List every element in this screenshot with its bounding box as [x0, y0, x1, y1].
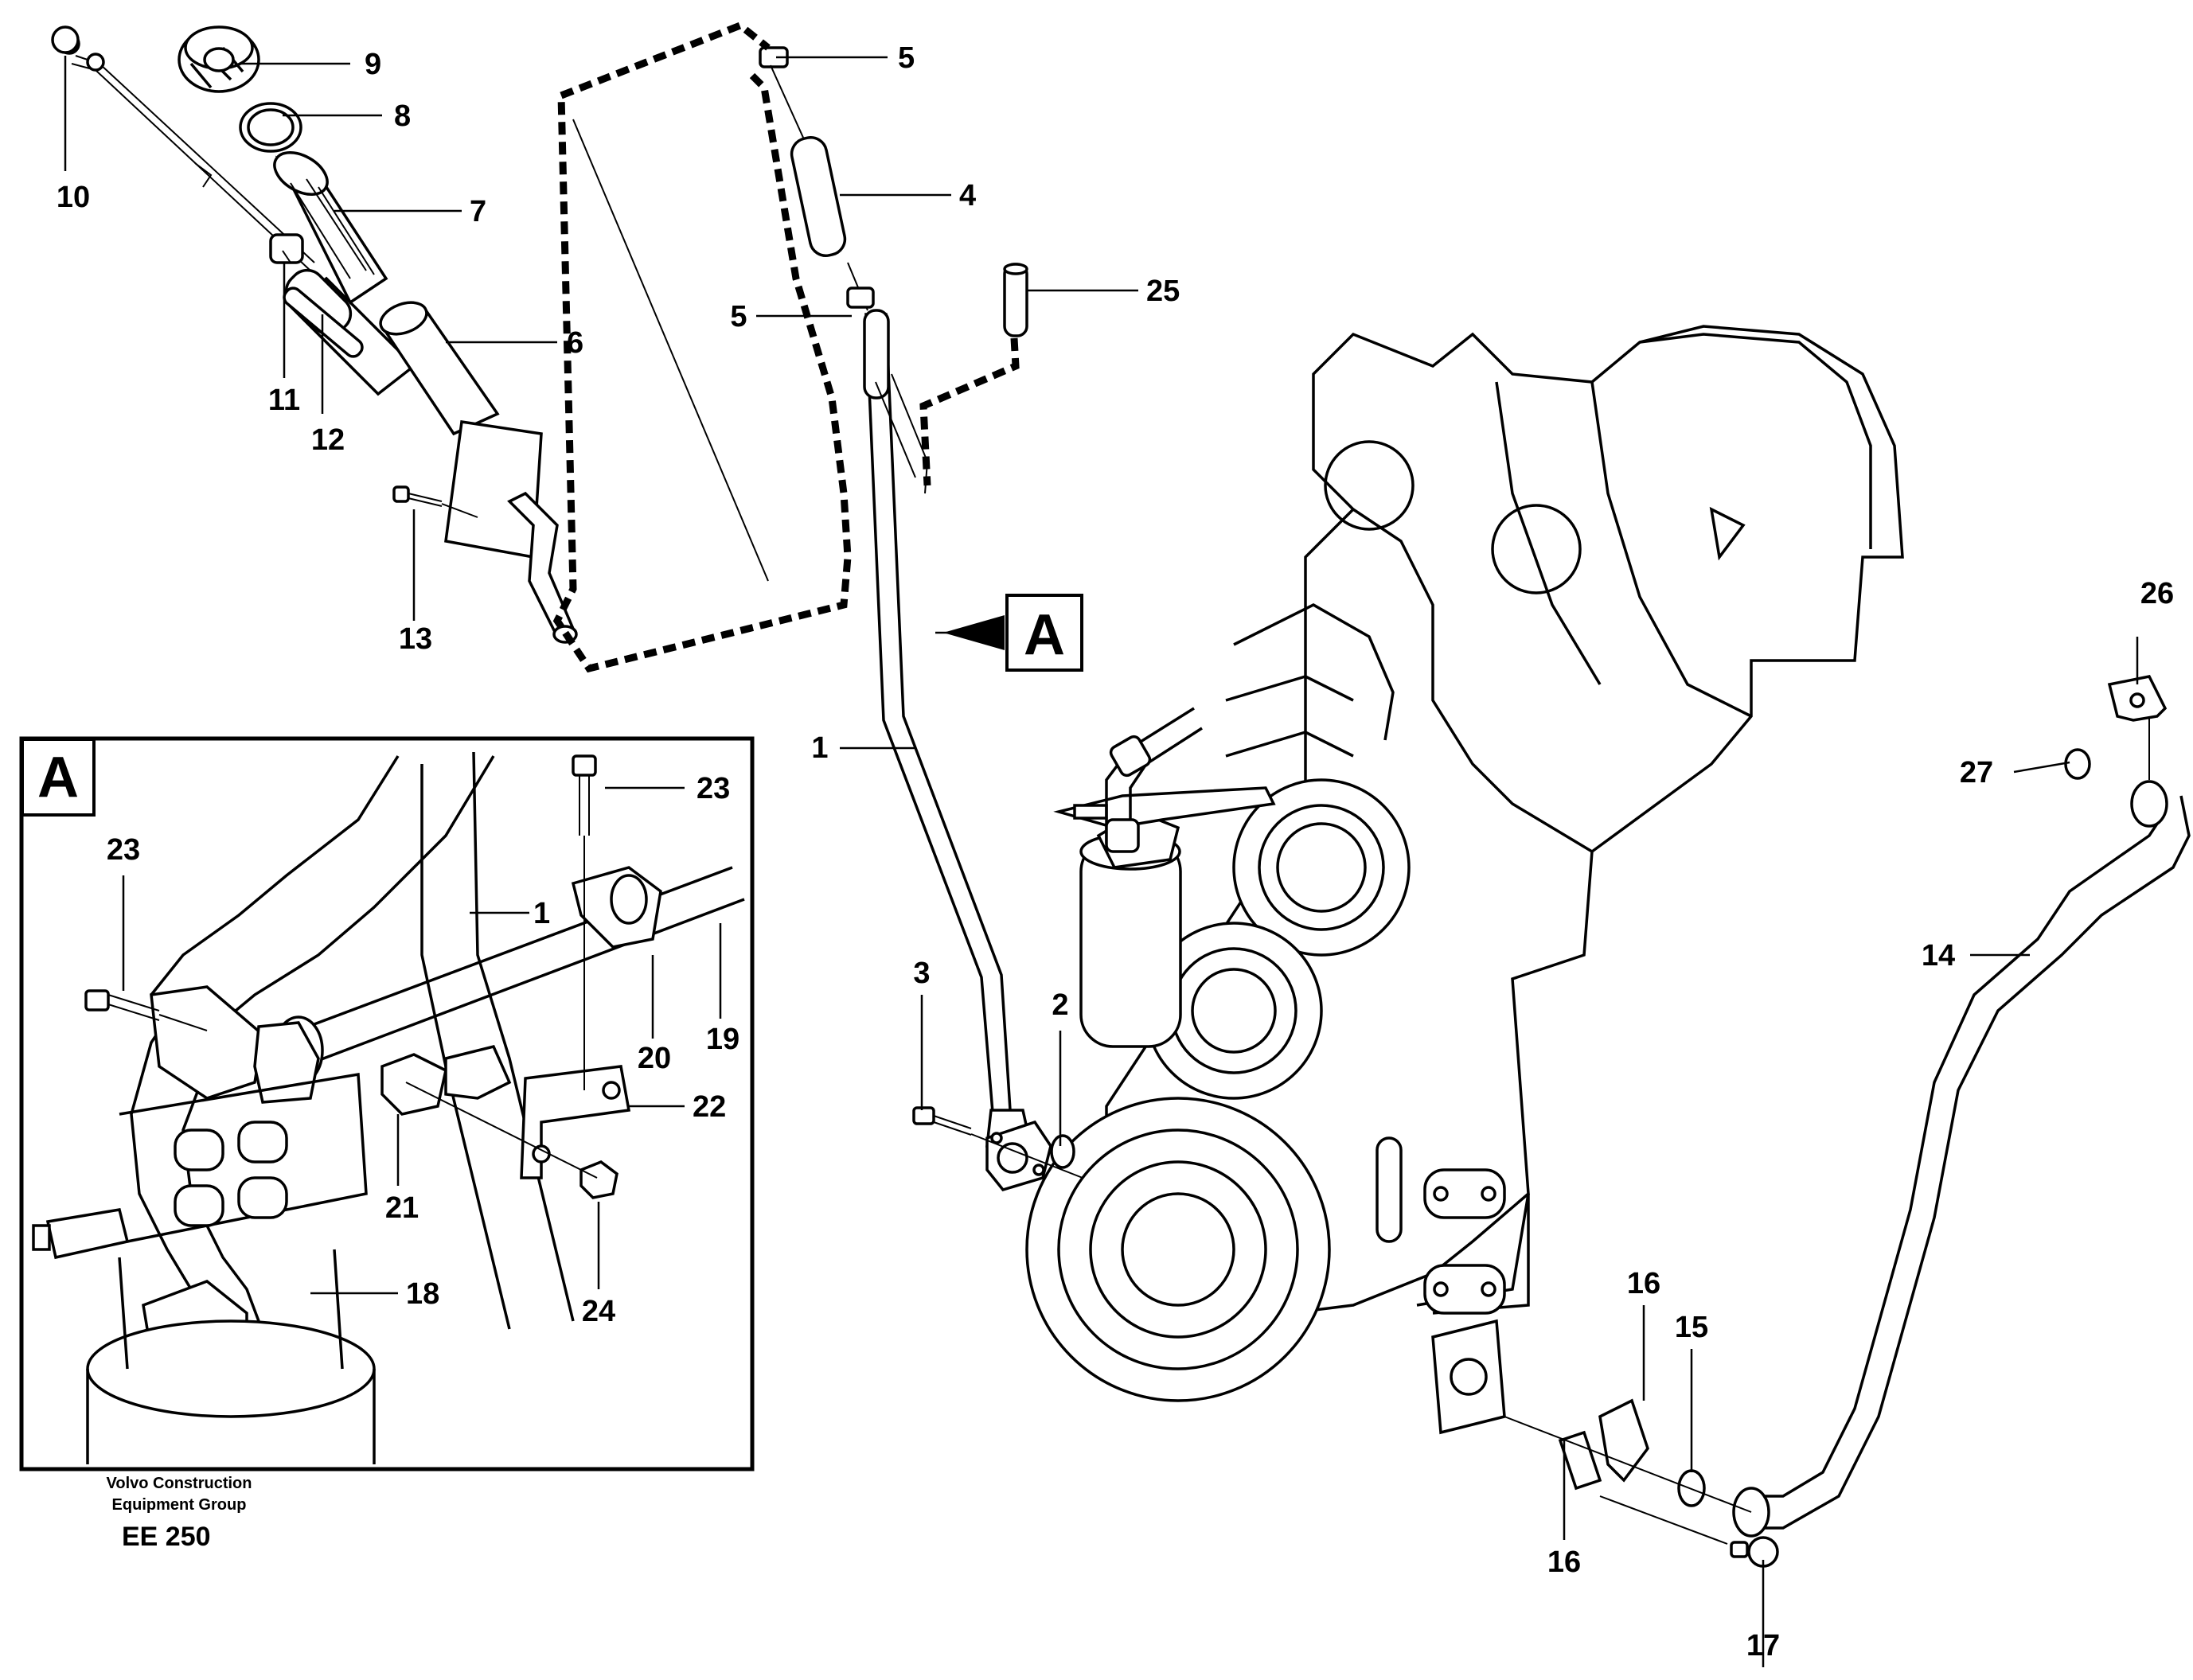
pump-cover-lower: [1025, 1097, 1331, 1402]
filter-hose: [1105, 707, 1203, 853]
inset-letter: A: [37, 746, 79, 809]
pump-cover-upper: [1232, 778, 1411, 957]
pump-cover-middle: [1145, 922, 1323, 1100]
publisher-credit-line1: Volvo Construction: [107, 1475, 252, 1492]
callout-1: 1: [811, 731, 828, 765]
inset-callout-18: 18: [406, 1277, 439, 1311]
inset-callout-22: 22: [693, 1090, 726, 1124]
hose-clamps: [759, 46, 875, 309]
inset-callout-leaders: [122, 786, 722, 1295]
callout-5-top: 5: [898, 41, 915, 75]
publisher-credit-line2: Equipment Group: [112, 1496, 247, 1514]
bracket-plate: [2107, 675, 2168, 780]
callout-13: 13: [399, 622, 432, 656]
callout-27: 27: [1960, 756, 1993, 789]
inset-callout-21: 21: [385, 1191, 419, 1225]
pipe-clamps: [1558, 1398, 1649, 1491]
inset-letter-box: [21, 738, 96, 817]
view-a-boundary: [552, 21, 852, 673]
callout-2: 2: [1052, 988, 1068, 1022]
pipe-seal: [2064, 748, 2091, 780]
inset-callout-23-right: 23: [697, 772, 730, 805]
flange-bolt: [912, 1106, 1083, 1179]
callout-15: 15: [1675, 1311, 1708, 1344]
callout-leaders: [64, 56, 2139, 1667]
breather-routing-line: [919, 337, 1020, 486]
callout-16-upper: 16: [1627, 1267, 1660, 1300]
inset-callout-23-left: 23: [107, 833, 140, 867]
dipstick-clamp: [269, 233, 304, 264]
drawing-code: EE 250: [122, 1522, 211, 1552]
view-marker-a: A: [943, 594, 1083, 672]
callout-8: 8: [394, 99, 411, 133]
view-a-boundary-guide: [572, 119, 769, 582]
callout-9: 9: [365, 48, 381, 81]
callout-16-lower: 16: [1547, 1546, 1581, 1579]
transmission-plates: [1376, 1136, 1506, 1315]
callout-17: 17: [1746, 1629, 1780, 1662]
filler-cap: [178, 25, 260, 93]
fill-tube: [863, 309, 1033, 1148]
mounting-screw: [392, 485, 478, 518]
callout-26: 26: [2140, 577, 2174, 610]
breather-filter: [1003, 263, 1028, 337]
callout-10: 10: [57, 181, 90, 214]
callout-25: 25: [1146, 275, 1180, 308]
tube-flange: [985, 1120, 1052, 1192]
callout-5-lower: 5: [730, 300, 747, 333]
callout-6: 6: [567, 326, 583, 360]
callout-12: 12: [311, 423, 345, 457]
filler-neck: [379, 301, 578, 644]
clamp-bolt: [1504, 1416, 1779, 1568]
inset-callout-1: 1: [533, 897, 550, 930]
return-port-flange: [1431, 1319, 1506, 1435]
callout-3: 3: [913, 957, 930, 990]
inset-callout-24: 24: [582, 1295, 615, 1328]
inset-callout-19: 19: [706, 1023, 739, 1056]
view-marker-letter: A: [1024, 603, 1065, 667]
inset-detail-a: A: [19, 736, 755, 1471]
return-pipe: [1732, 780, 2191, 1538]
callout-4: 4: [959, 179, 976, 212]
flange-o-ring: [1050, 1134, 1075, 1169]
cap-o-ring: [239, 102, 302, 153]
callout-14: 14: [1922, 939, 1955, 973]
inset-callout-20: 20: [638, 1042, 671, 1075]
strainer: [273, 151, 388, 305]
callout-11: 11: [268, 384, 300, 417]
callout-7: 7: [470, 195, 486, 228]
